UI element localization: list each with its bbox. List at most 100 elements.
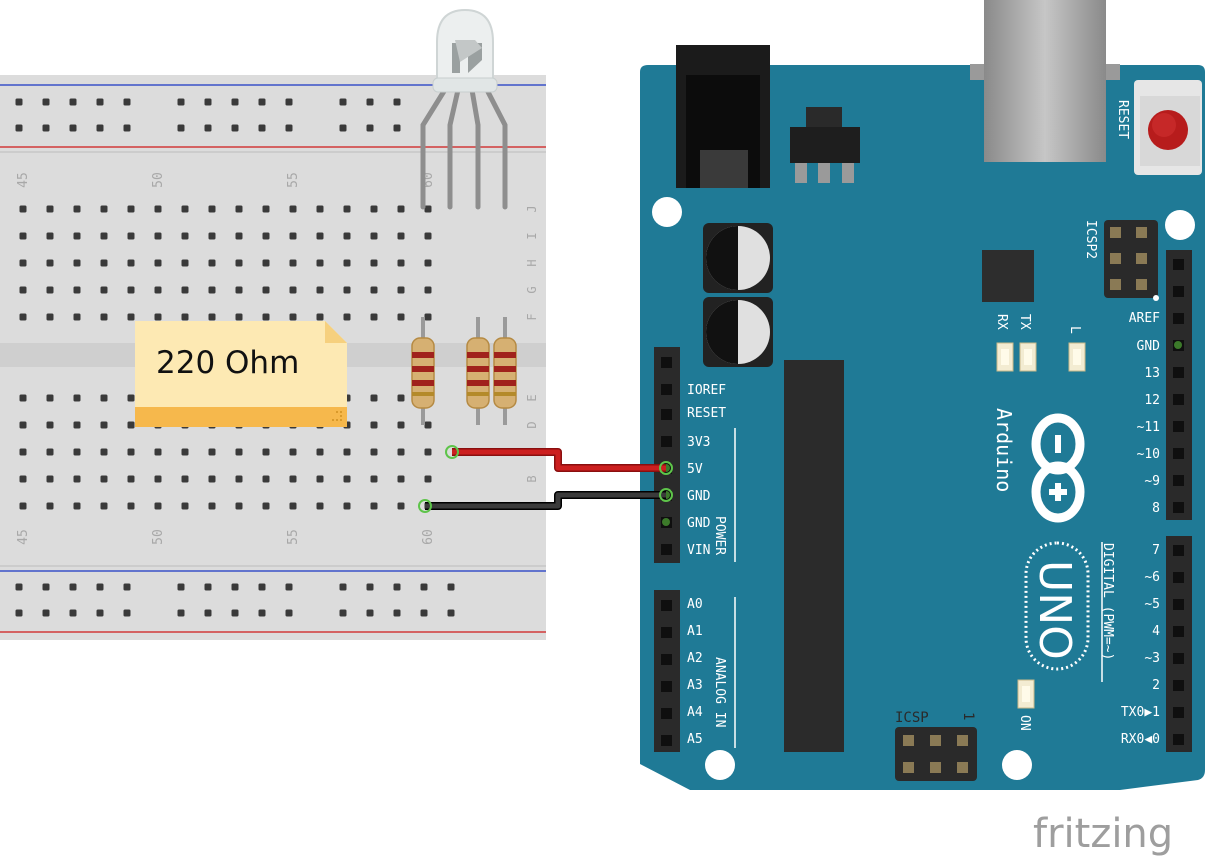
header-pin[interactable] [1173, 572, 1184, 583]
rail-hole[interactable] [393, 609, 401, 617]
breadboard-hole[interactable] [289, 313, 297, 321]
breadboard-hole[interactable] [397, 475, 405, 483]
breadboard-hole[interactable] [424, 286, 432, 294]
header-pin[interactable] [661, 357, 672, 368]
breadboard-hole[interactable] [100, 205, 108, 213]
breadboard-hole[interactable] [46, 394, 54, 402]
breadboard-hole[interactable] [316, 205, 324, 213]
header-pin[interactable] [1173, 502, 1184, 513]
breadboard-hole[interactable] [370, 286, 378, 294]
breadboard-hole[interactable] [154, 286, 162, 294]
header-pin[interactable] [1173, 259, 1184, 270]
breadboard-hole[interactable] [19, 313, 27, 321]
breadboard-hole[interactable] [262, 502, 270, 510]
header-pin[interactable] [1173, 367, 1184, 378]
digital-header-lower[interactable] [1166, 536, 1192, 752]
rail-hole[interactable] [96, 583, 104, 591]
breadboard-hole[interactable] [127, 286, 135, 294]
rail-hole[interactable] [420, 583, 428, 591]
breadboard-hole[interactable] [100, 475, 108, 483]
rail-hole[interactable] [69, 124, 77, 132]
breadboard-hole[interactable] [181, 286, 189, 294]
rail-hole[interactable] [447, 583, 455, 591]
breadboard-hole[interactable] [127, 475, 135, 483]
breadboard-hole[interactable] [19, 421, 27, 429]
breadboard-hole[interactable] [154, 205, 162, 213]
rail-hole[interactable] [258, 98, 266, 106]
breadboard-hole[interactable] [127, 232, 135, 240]
breadboard-hole[interactable] [397, 394, 405, 402]
breadboard-hole[interactable] [316, 448, 324, 456]
breadboard-hole[interactable] [100, 259, 108, 267]
header-pin[interactable] [661, 544, 672, 555]
rail-hole[interactable] [285, 124, 293, 132]
wire-5v[interactable] [452, 448, 666, 472]
breadboard-hole[interactable] [343, 448, 351, 456]
breadboard-hole[interactable] [235, 205, 243, 213]
breadboard-hole[interactable] [100, 448, 108, 456]
rail-hole[interactable] [420, 609, 428, 617]
rail-hole[interactable] [177, 583, 185, 591]
header-pin[interactable] [1173, 286, 1184, 297]
rail-hole[interactable] [96, 124, 104, 132]
breadboard-hole[interactable] [289, 259, 297, 267]
breadboard-hole[interactable] [397, 421, 405, 429]
breadboard-hole[interactable] [424, 313, 432, 321]
breadboard-hole[interactable] [127, 394, 135, 402]
breadboard-hole[interactable] [100, 421, 108, 429]
breadboard-hole[interactable] [397, 232, 405, 240]
breadboard-hole[interactable] [370, 259, 378, 267]
breadboard-hole[interactable] [19, 475, 27, 483]
breadboard-hole[interactable] [73, 286, 81, 294]
breadboard-hole[interactable] [316, 313, 324, 321]
icsp-header[interactable] [895, 727, 977, 781]
breadboard-hole[interactable] [208, 502, 216, 510]
rail-hole[interactable] [231, 609, 239, 617]
rail-hole[interactable] [42, 124, 50, 132]
rail-hole[interactable] [285, 583, 293, 591]
breadboard-hole[interactable] [208, 286, 216, 294]
breadboard-hole[interactable] [343, 232, 351, 240]
breadboard-hole[interactable] [289, 502, 297, 510]
rail-hole[interactable] [258, 124, 266, 132]
breadboard-hole[interactable] [343, 286, 351, 294]
header-pin[interactable] [1173, 626, 1184, 637]
breadboard-hole[interactable] [208, 232, 216, 240]
rail-hole[interactable] [366, 98, 374, 106]
breadboard-hole[interactable] [181, 259, 189, 267]
header-pin[interactable] [1173, 394, 1184, 405]
breadboard-hole[interactable] [100, 232, 108, 240]
breadboard-hole[interactable] [73, 475, 81, 483]
breadboard-hole[interactable] [127, 502, 135, 510]
rail-hole[interactable] [393, 583, 401, 591]
breadboard-hole[interactable] [235, 448, 243, 456]
breadboard-hole[interactable] [397, 313, 405, 321]
breadboard-hole[interactable] [370, 205, 378, 213]
breadboard-hole[interactable] [262, 286, 270, 294]
icsp2-header[interactable] [1104, 220, 1159, 301]
breadboard-hole[interactable] [46, 421, 54, 429]
breadboard-hole[interactable] [46, 205, 54, 213]
breadboard-hole[interactable] [154, 313, 162, 321]
breadboard-hole[interactable] [289, 475, 297, 483]
breadboard-hole[interactable] [316, 286, 324, 294]
breadboard-hole[interactable] [397, 286, 405, 294]
rail-hole[interactable] [393, 98, 401, 106]
rail-hole[interactable] [177, 98, 185, 106]
breadboard-hole[interactable] [154, 259, 162, 267]
breadboard-hole[interactable] [46, 259, 54, 267]
breadboard-hole[interactable] [343, 475, 351, 483]
rail-hole[interactable] [177, 609, 185, 617]
rail-hole[interactable] [231, 124, 239, 132]
breadboard-hole[interactable] [181, 205, 189, 213]
breadboard-hole[interactable] [370, 502, 378, 510]
header-pin[interactable] [1173, 707, 1184, 718]
breadboard-hole[interactable] [424, 448, 432, 456]
rail-hole[interactable] [258, 609, 266, 617]
breadboard-hole[interactable] [127, 448, 135, 456]
header-pin[interactable] [1173, 448, 1184, 459]
rail-hole[interactable] [69, 583, 77, 591]
rail-hole[interactable] [366, 609, 374, 617]
breadboard-hole[interactable] [397, 205, 405, 213]
breadboard-hole[interactable] [370, 475, 378, 483]
